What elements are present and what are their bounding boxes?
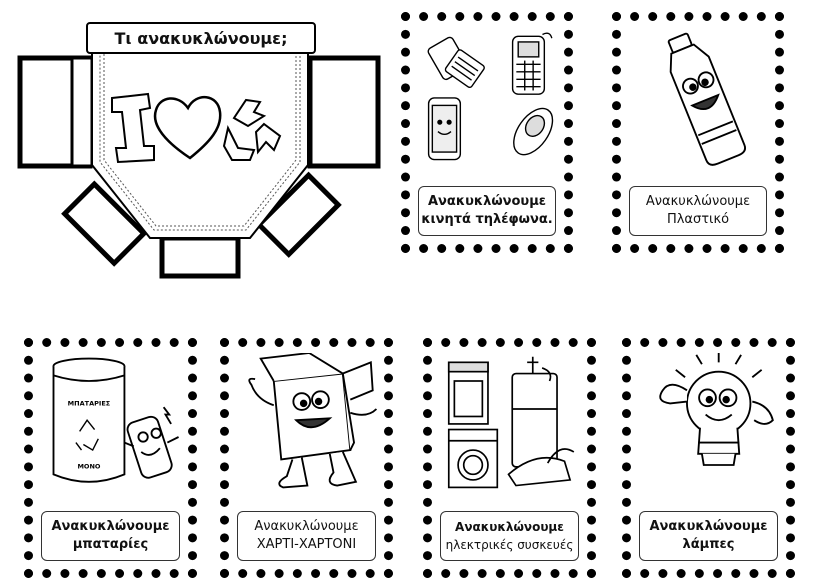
plastic-bottle-icon — [667, 32, 746, 166]
card-plastic[interactable]: Ανακυκλώνουμε Πλαστικό — [612, 12, 784, 253]
card-batteries[interactable]: ΜΠΑΤΑΡΙΕΣ ΜΟΝΟ Ανακυκλώνουμε μπαταρίες — [24, 338, 197, 578]
card-light-bulbs[interactable]: Ανακυκλώνουμε λάμπες — [622, 338, 795, 578]
card-label-line2: ΧΑΡΤΙ-ΧΑΡΤΟΝΙ — [256, 537, 357, 552]
card-label-line1: Ανακυκλώνουμε — [649, 519, 768, 534]
card-label: Ανακυκλώνουμε Πλαστικό — [629, 186, 767, 236]
card-mobile-phones[interactable]: Ανακυκλώνουμε κινητά τηλέφωνα. — [401, 12, 573, 253]
appliances-icon — [447, 356, 575, 489]
card-label-line1: Ανακυκλώνουμε — [51, 519, 170, 534]
i-love-recycle-art — [111, 92, 282, 164]
pocket-template: Τι ανακυκλώνουμε; — [0, 0, 400, 290]
mobile-phones-icon — [427, 32, 554, 161]
card-label-line2: Πλαστικό — [666, 212, 730, 227]
card-label-line1: Ανακυκλώνουμε — [645, 194, 751, 209]
card-label: Ανακυκλώνουμε μπαταρίες — [41, 511, 180, 561]
card-label: Ανακυκλώνουμε λάμπες — [639, 511, 778, 561]
light-bulb-icon — [659, 353, 774, 466]
card-label: Ανακυκλώνουμε κινητά τηλέφωνα. — [418, 186, 556, 236]
card-label-line2: κινητά τηλέφωνα. — [421, 212, 553, 227]
heart-icon — [153, 96, 222, 160]
card-label-line2: μπαταρίες — [72, 537, 149, 552]
card-label: Ανακυκλώνουμε ηλεκτρικές συσκευές — [440, 511, 579, 561]
cardboard-box-icon — [248, 353, 378, 489]
letter-i — [111, 92, 155, 164]
card-label-line1: Ανακυκλώνουμε — [428, 194, 546, 209]
bin-label-bottom: ΜΟΝΟ — [77, 463, 100, 471]
card-label-line2: ηλεκτρικές συσκευές — [445, 538, 574, 552]
recycle-icon — [222, 98, 282, 161]
card-paper-cardboard[interactable]: Ανακυκλώνουμε ΧΑΡΤΙ-ΧΑΡΤΟΝΙ — [220, 338, 393, 578]
card-label-line1: Ανακυκλώνουμε — [254, 519, 359, 534]
pocket-title: Τι ανακυκλώνουμε; — [86, 22, 316, 54]
card-label-line2: λάμπες — [682, 537, 735, 552]
card-label: Ανακυκλώνουμε ΧΑΡΤΙ-ΧΑΡΤΟΝΙ — [237, 511, 376, 561]
card-electrical-appliances[interactable]: Ανακυκλώνουμε ηλεκτρικές συσκευές — [423, 338, 596, 578]
bin-label-top: ΜΠΑΤΑΡΙΕΣ — [68, 399, 111, 407]
card-label-line1: Ανακυκλώνουμε — [455, 520, 564, 534]
battery-bin-icon: ΜΠΑΤΑΡΙΕΣ ΜΟΝΟ — [52, 357, 179, 483]
pocket-outline — [17, 35, 381, 279]
recycle-icon — [75, 419, 99, 452]
